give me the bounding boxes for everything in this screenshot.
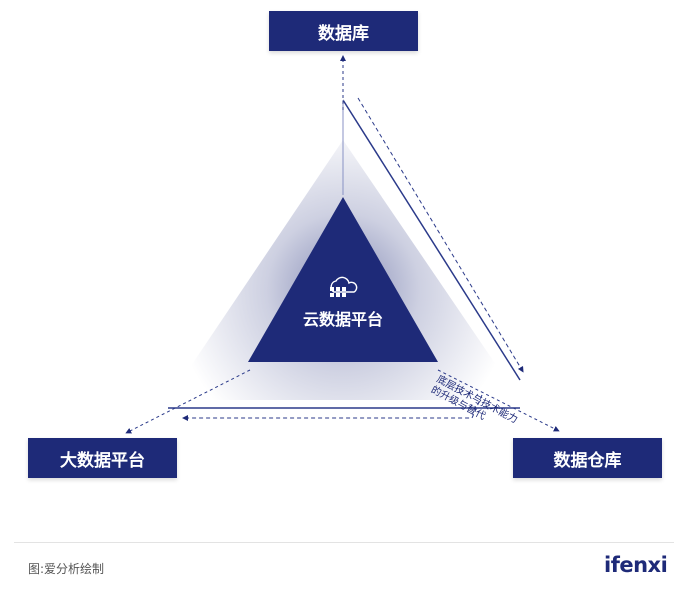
database-node: 数据库	[269, 11, 418, 51]
big-data-platform-label: 大数据平台	[60, 450, 145, 471]
edge-right	[342, 99, 521, 381]
source-note: 图:爱分析绘制	[28, 562, 105, 576]
evolution-arrow-db-to-dw	[357, 97, 524, 373]
cloud-platform-triangle	[248, 197, 438, 362]
footer-divider	[14, 542, 674, 543]
cloud-server-icon	[330, 276, 358, 297]
data-warehouse-label: 数据仓库	[553, 450, 622, 471]
ifenxi-logo: ifenxi	[604, 553, 668, 577]
arrow-to-big-data	[125, 369, 251, 434]
cloud-platform-label: 云数据平台	[303, 310, 383, 329]
database-label: 数据库	[318, 23, 369, 44]
arrow-to-warehouse	[437, 369, 560, 432]
big-data-platform-node: 大数据平台	[28, 438, 177, 478]
evolution-arrow-dw-to-bd	[182, 394, 483, 421]
data-warehouse-node: 数据仓库	[513, 438, 662, 478]
